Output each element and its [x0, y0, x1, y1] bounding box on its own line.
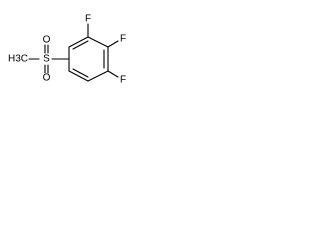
chemical-structure-diagram: H3C S O O F F F — [0, 0, 150, 119]
oxygen-top-label: O — [43, 35, 51, 46]
ring-double-bond-top-left — [72, 40, 89, 50]
ring-bond-bottom-right — [87, 70, 109, 82]
bond-ring-to-fluorine-right — [107, 70, 119, 78]
methyl-group-label: H3C — [8, 54, 28, 65]
fluorine-bottom-label: F — [120, 75, 126, 86]
fluorine-top-label: F — [85, 14, 91, 25]
sulfur-atom-label: S — [43, 54, 50, 65]
ring-bond-bottom-left — [68, 70, 89, 82]
ring-bond-top-right — [87, 36, 109, 48]
ring-double-bond-bottom-left — [72, 68, 89, 78]
fluorine-right-label: F — [120, 34, 126, 45]
bond-ring-to-fluorine-bottom — [107, 40, 119, 48]
ring-bond-top-left — [68, 36, 89, 48]
oxygen-bottom-label: O — [43, 73, 51, 84]
molecule-drawing: H3C S O O F F F — [8, 14, 126, 86]
